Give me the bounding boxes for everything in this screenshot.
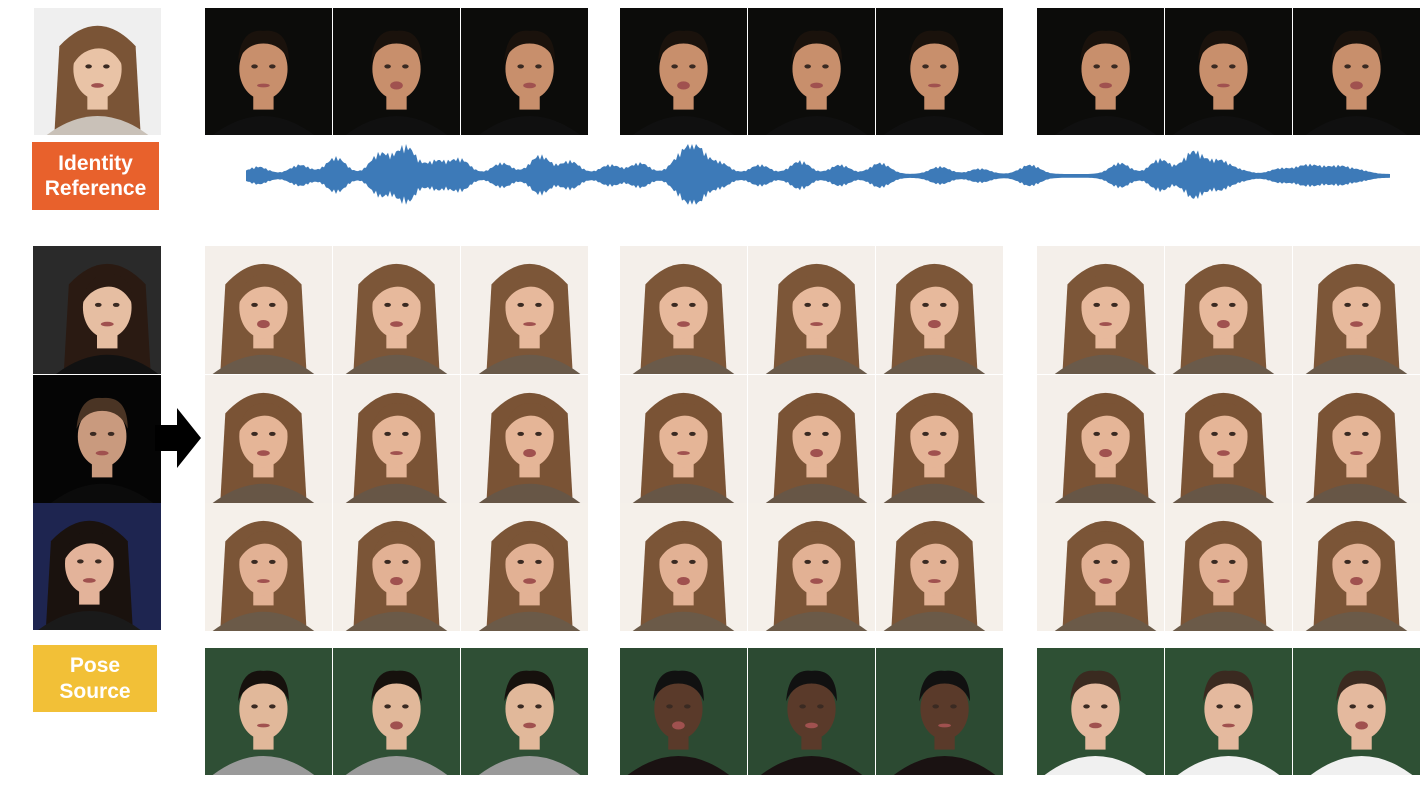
driving-video-1-thumbnail	[33, 246, 161, 374]
driving-frame-g3-f3	[1293, 8, 1420, 135]
pose-source-frame-g2-f1	[620, 648, 747, 775]
generated-frame-row1-g2-f2	[748, 246, 875, 374]
pose-source-frame-g1-f1	[205, 648, 332, 775]
driving-frame-g3-f2	[1165, 8, 1292, 135]
generated-frame-row2-g2-f1	[620, 375, 747, 503]
driving-video-2-thumbnail	[33, 375, 161, 503]
driving-frame-g1-f3	[461, 8, 588, 135]
identity-reference-image	[34, 8, 161, 135]
generated-frame-row3-g1-f1	[205, 503, 332, 631]
generated-frame-row3-g3-f3	[1293, 503, 1420, 631]
generated-frame-row2-g3-f2	[1165, 375, 1292, 503]
audio-waveform	[246, 144, 1390, 205]
generated-frame-row3-g2-f3	[876, 503, 1003, 631]
generated-frame-row1-g1-f2	[333, 246, 460, 374]
driving-frame-g2-f1	[620, 8, 747, 135]
generated-frame-row1-g3-f3	[1293, 246, 1420, 374]
generated-frame-row1-g3-f2	[1165, 246, 1292, 374]
identity-reference-label: Identity Reference	[32, 142, 159, 210]
generated-frame-row2-g1-f2	[333, 375, 460, 503]
pose-source-frame-g2-f3	[876, 648, 1003, 775]
driving-video-3-thumbnail	[33, 503, 161, 630]
generated-frame-row2-g2-f3	[876, 375, 1003, 503]
driving-frame-g1-f2	[333, 8, 460, 135]
pose-source-frame-g1-f2	[333, 648, 460, 775]
generated-frame-row1-g2-f1	[620, 246, 747, 374]
pose-source-label: Pose Source	[33, 645, 157, 712]
generated-frame-row3-g2-f1	[620, 503, 747, 631]
generated-frame-row2-g3-f3	[1293, 375, 1420, 503]
driving-frame-g2-f2	[748, 8, 875, 135]
generated-frame-row1-g3-f1	[1037, 246, 1164, 374]
generated-frame-row3-g1-f3	[461, 503, 588, 631]
pose-source-frame-g2-f2	[748, 648, 875, 775]
generated-frame-row2-g2-f2	[748, 375, 875, 503]
pose-source-frame-g3-f1	[1037, 648, 1164, 775]
driving-frame-g3-f1	[1037, 8, 1164, 135]
generated-frame-row1-g1-f1	[205, 246, 332, 374]
generated-frame-row3-g3-f1	[1037, 503, 1164, 631]
generated-frame-row1-g2-f3	[876, 246, 1003, 374]
generated-frame-row2-g1-f3	[461, 375, 588, 503]
pose-source-frame-g1-f3	[461, 648, 588, 775]
pose-source-frame-g3-f3	[1293, 648, 1420, 775]
generated-frame-row3-g3-f2	[1165, 503, 1292, 631]
driving-frame-g1-f1	[205, 8, 332, 135]
generated-frame-row3-g1-f2	[333, 503, 460, 631]
generated-frame-row1-g1-f3	[461, 246, 588, 374]
pose-source-frame-g3-f2	[1165, 648, 1292, 775]
right-arrow-icon	[155, 408, 201, 468]
generated-frame-row2-g1-f1	[205, 375, 332, 503]
driving-frame-g2-f3	[876, 8, 1003, 135]
generated-frame-row2-g3-f1	[1037, 375, 1164, 503]
generated-frame-row3-g2-f2	[748, 503, 875, 631]
